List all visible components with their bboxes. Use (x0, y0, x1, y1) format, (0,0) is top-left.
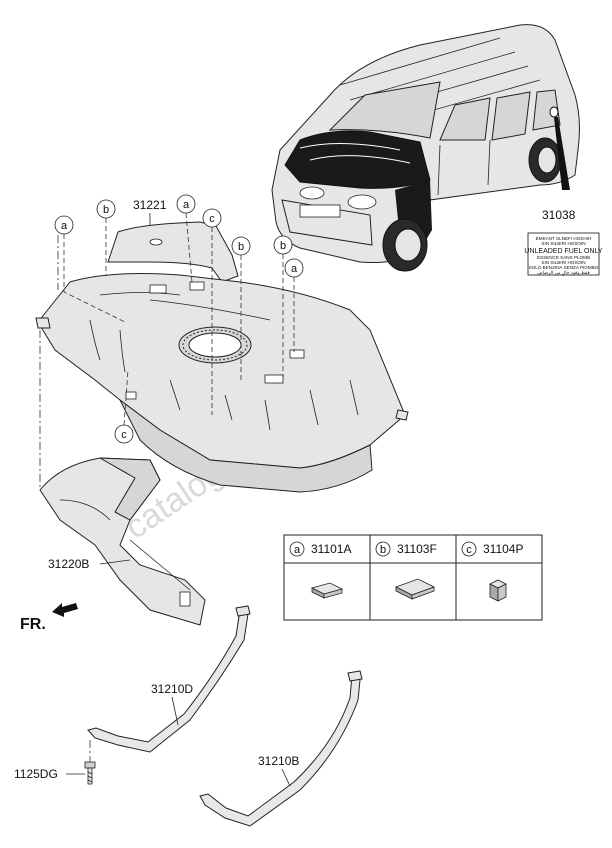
callout-b-right: b (280, 240, 286, 252)
fuel-label-line3: UNLEADED FUEL ONLY (524, 248, 603, 255)
callout-c-top: c (209, 213, 215, 225)
callout-a-top: a (183, 199, 190, 211)
fuel-label-sticker: EMKANT SLNEFI HOSHIH SIN SILBIRI HOSOIN … (524, 232, 603, 277)
table-part-31104p: 31104P (483, 542, 523, 556)
callout-b-middle: b (238, 241, 244, 253)
table-mark-c: c (466, 544, 472, 556)
callout-b-left: b (103, 204, 109, 216)
callout-a-left: a (61, 220, 68, 232)
table-mark-b: b (380, 544, 386, 556)
callout-a-right: a (291, 263, 298, 275)
part-number-31038: 31038 (542, 208, 576, 222)
front-direction-indicator: FR. (20, 603, 78, 633)
table-part-31101a: 31101A (311, 542, 351, 556)
fuel-label-line2: SIN SILBIRI HOSOIN (541, 241, 585, 246)
fuel-label-line6: SOLO BENZINA SENZA PIOMBO (529, 265, 599, 270)
strap-front (87, 605, 251, 753)
front-direction-label: FR. (20, 616, 46, 633)
fuel-label-line5: SIN SILBIRI HOSOIN (541, 260, 585, 265)
part-number-31210d: 31210D (151, 682, 193, 696)
table-part-31103f: 31103F (397, 542, 437, 556)
vehicle-illustration (271, 24, 580, 272)
fuel-label-line1: EMKANT SLNEFI HOSHIH (536, 236, 592, 241)
fuel-label-line4: ESSENCE SANS PLOMB (537, 255, 590, 260)
callout-c-bottom: c (121, 429, 127, 441)
part-number-1125dg: 1125DG (14, 767, 58, 781)
heat-protector-shape (107, 221, 239, 283)
tank-under-cover (39, 457, 206, 626)
part-number-31220b: 31220B (48, 557, 89, 571)
part-number-31210b: 31210B (258, 754, 299, 768)
part-number-31221: 31221 (133, 198, 167, 212)
fuel-label-line7: فقط وقود خالٍ من الرصاص (537, 270, 590, 277)
fuel-tank (35, 273, 409, 493)
table-mark-a: a (294, 544, 301, 556)
arrow-left-icon (52, 603, 78, 617)
pad-parts-table: a 31101A b 31103F c 31104P (283, 534, 543, 621)
strap-rear (199, 670, 363, 827)
bolt (84, 761, 96, 785)
